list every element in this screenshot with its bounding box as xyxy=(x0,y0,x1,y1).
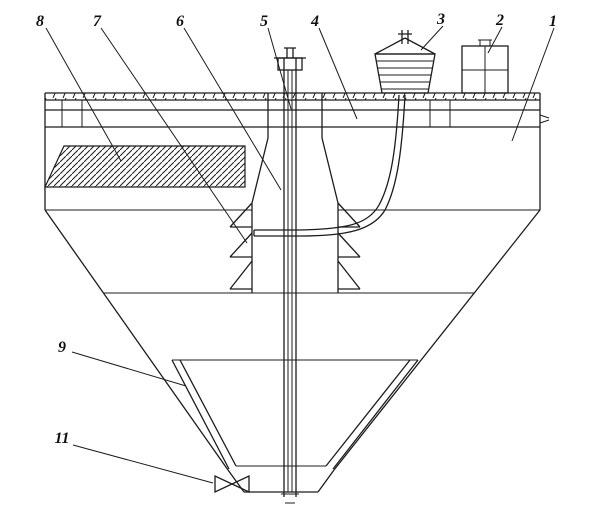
deck-supports xyxy=(61,100,451,127)
callout-1: 1 xyxy=(549,13,557,30)
leader-8 xyxy=(45,27,122,162)
leader-2 xyxy=(487,26,503,54)
inner-cone xyxy=(171,359,419,470)
baffle-fins-left xyxy=(229,202,253,290)
callout-4: 4 xyxy=(310,13,319,30)
leader-4 xyxy=(318,27,358,120)
underflow-valve xyxy=(214,474,250,494)
leader-lines xyxy=(45,25,555,484)
leader-7 xyxy=(100,27,248,244)
wall-mark xyxy=(539,114,550,124)
callout-8: 8 xyxy=(36,13,44,30)
leader-5 xyxy=(267,27,292,110)
motor-fins xyxy=(377,60,433,90)
callout-6: 6 xyxy=(176,13,184,30)
leader-3 xyxy=(420,25,444,51)
callout-11: 11 xyxy=(54,430,69,447)
callout-7: 7 xyxy=(93,13,102,30)
control-box xyxy=(461,39,509,94)
callout-5: 5 xyxy=(260,13,268,30)
leader-9 xyxy=(71,351,187,387)
callout-3: 3 xyxy=(436,11,445,28)
leader-6 xyxy=(183,27,282,191)
leader-11 xyxy=(72,444,214,484)
inclined-plate-pack xyxy=(44,145,246,188)
drive-motor xyxy=(374,30,436,94)
leader-1 xyxy=(511,27,555,142)
feedwell-assembly xyxy=(229,93,361,293)
callout-labels: 8 7 6 5 4 3 2 1 9 11 xyxy=(36,11,557,447)
callout-2: 2 xyxy=(495,12,504,29)
center-shaft xyxy=(281,58,299,504)
callout-9: 9 xyxy=(58,339,66,356)
feed-pipe xyxy=(253,94,406,237)
baffle-fins-right xyxy=(337,202,361,290)
